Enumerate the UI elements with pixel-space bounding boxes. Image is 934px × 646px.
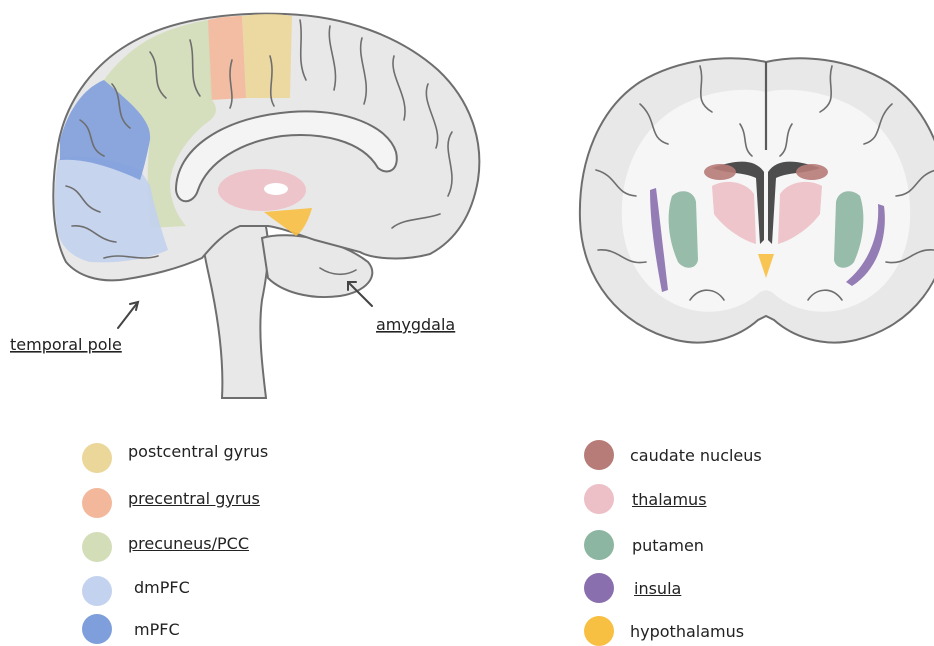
legend-label: dmPFC: [134, 578, 190, 597]
legend-item-precentral-gyrus: precentral gyrus: [82, 488, 260, 518]
legend-item-putamen: putamen: [584, 530, 704, 560]
legend-item-caudate-nucleus: caudate nucleus: [584, 440, 762, 470]
precentral-gyrus-swatch: [82, 488, 112, 518]
hypothalamus-swatch: [584, 616, 614, 646]
sagittal-thalamus: [218, 169, 306, 211]
amygdala-label: amygdala: [376, 315, 455, 334]
precentral-gyrus-region: [208, 16, 246, 100]
postcentral-gyrus-swatch: [82, 443, 112, 473]
legend-label: postcentral gyrus: [128, 442, 268, 461]
legend-item-insula: insula: [584, 573, 681, 603]
legend-label: putamen: [632, 536, 704, 555]
dmpfc-swatch: [82, 576, 112, 606]
legend-label: caudate nucleus: [630, 446, 762, 465]
thalamus-swatch: [584, 484, 614, 514]
legend-item-mpfc: mPFC: [82, 614, 180, 644]
precuneus-pcc-swatch: [82, 532, 112, 562]
legend-item-precuneus-pcc: precuneus/PCC: [82, 532, 249, 562]
temporal-pole-label: temporal pole: [10, 335, 122, 354]
legend-item-postcentral-gyrus: postcentral gyrus: [82, 443, 268, 473]
temporal-pole-arrow: [118, 302, 138, 328]
legend-item-hypothalamus: hypothalamus: [584, 616, 744, 646]
legend-label: precentral gyrus: [128, 489, 260, 508]
coronal-brain: [580, 58, 934, 342]
mpfc-swatch: [82, 614, 112, 644]
legend-label: precuneus/PCC: [128, 534, 249, 553]
legend-label: hypothalamus: [630, 622, 744, 641]
legend-label: insula: [634, 579, 681, 598]
legend-item-dmpfc: dmPFC: [82, 576, 190, 606]
putamen-swatch: [584, 530, 614, 560]
legend-item-thalamus: thalamus: [584, 484, 707, 514]
legend-label: thalamus: [632, 490, 707, 509]
postcentral-gyrus-region: [242, 14, 292, 98]
legend-label: mPFC: [134, 620, 180, 639]
coronal-caudate-right: [796, 164, 828, 180]
insula-swatch: [584, 573, 614, 603]
thalamus-highlight: [264, 183, 288, 195]
caudate-nucleus-swatch: [584, 440, 614, 470]
coronal-caudate-left: [704, 164, 736, 180]
